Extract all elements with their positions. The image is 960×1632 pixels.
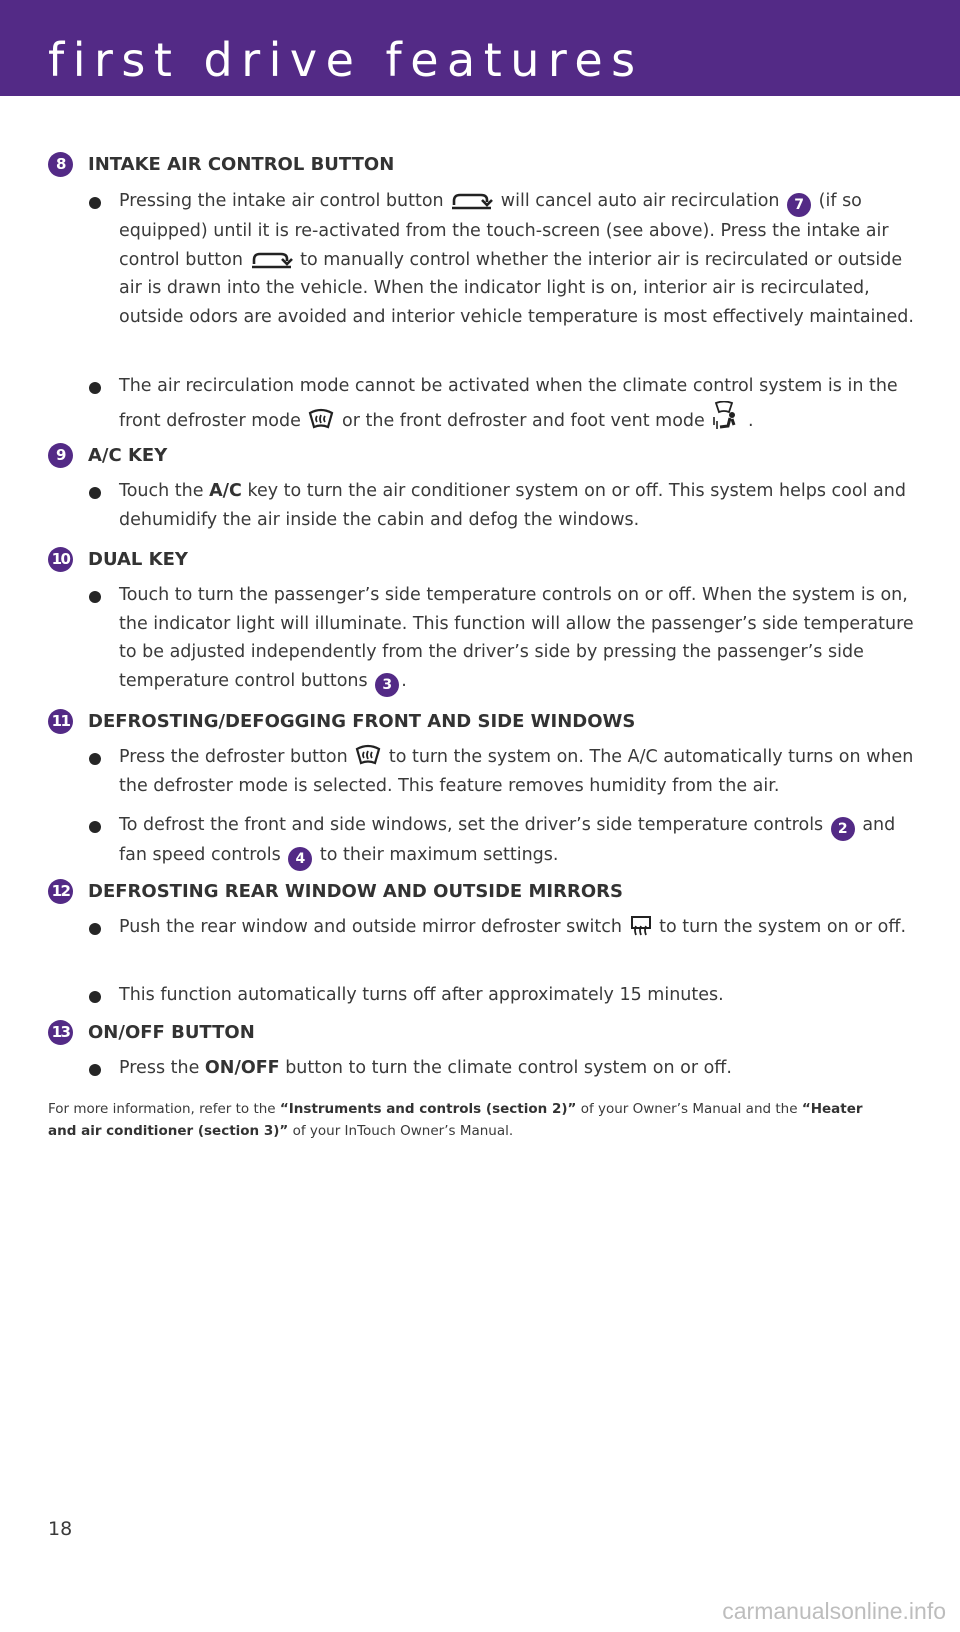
- section-8-bullet-1: Pressing the intake air control button w…: [89, 187, 921, 331]
- section-number-badge: 11: [48, 708, 73, 734]
- bullet-text: This function automatically turns off af…: [119, 985, 724, 1005]
- bullet-text: Pressing the intake air control button w…: [119, 191, 914, 327]
- page-header: first drive features: [0, 0, 960, 96]
- bullet-dot: [89, 1064, 101, 1076]
- bullet-text: The air recirculation mode cannot be act…: [119, 376, 898, 431]
- reference-number-badge: 2: [830, 817, 855, 841]
- bullet-dot: [89, 753, 101, 765]
- section-9-heading: 9 A/C KEY: [48, 441, 167, 469]
- defroster-foot-vent-icon: [713, 400, 736, 429]
- manual-reference-2: “Heater and air conditioner (section 3)”: [48, 1101, 863, 1139]
- bullet-text: To defrost the front and side windows, s…: [119, 811, 921, 871]
- bullet-text: Push the rear window and outside mirror …: [119, 916, 907, 937]
- section-title: ON/OFF BUTTON: [88, 1021, 255, 1043]
- section-8-bullet-2: The air recirculation mode cannot be act…: [89, 372, 921, 435]
- section-13-heading: 13 ON/OFF BUTTON: [48, 1018, 255, 1046]
- page-number: 18: [48, 1518, 73, 1540]
- bullet-dot: [89, 821, 101, 833]
- key-label: A/C: [209, 481, 242, 501]
- section-number-badge: 10: [48, 546, 73, 572]
- watermark: carmanualsonline.info: [722, 1598, 946, 1624]
- section-title: A/C KEY: [88, 444, 168, 466]
- section-10-bullet-1: Touch to turn the passenger’s side tempe…: [89, 581, 921, 697]
- section-11-bullet-2: To defrost the front and side windows, s…: [89, 811, 921, 871]
- section-title: DUAL KEY: [88, 548, 188, 570]
- bullet-dot: [89, 197, 101, 209]
- section-number-badge: 9: [48, 442, 73, 468]
- reference-number-badge: 4: [288, 847, 313, 871]
- bullet-dot: [89, 591, 101, 603]
- key-label: ON/OFF: [204, 1058, 280, 1078]
- bullet-text: Touch the A/C key to turn the air condit…: [119, 481, 906, 530]
- section-12-bullet-2: This function automatically turns off af…: [89, 981, 921, 1010]
- section-title: DEFROSTING REAR WINDOW AND OUTSIDE MIRRO…: [88, 880, 623, 902]
- section-10-heading: 10 DUAL KEY: [48, 545, 188, 573]
- reference-note: For more information, refer to the “Inst…: [48, 1101, 863, 1139]
- recirculation-icon: [251, 252, 293, 268]
- header-title: first drive features: [48, 33, 644, 87]
- bullet-text: Touch to turn the passenger’s side tempe…: [119, 581, 921, 697]
- section-number-badge: 12: [48, 878, 73, 904]
- bullet-dot: [89, 991, 101, 1003]
- section-9-bullet-1: Touch the A/C key to turn the air condit…: [89, 477, 921, 534]
- section-13-bullet-1: Press the ON/OFF button to turn the clim…: [89, 1054, 921, 1083]
- front-defroster-icon: [309, 408, 334, 429]
- bullet-dot: [89, 382, 101, 394]
- section-title: DEFROSTING/DEFOGGING FRONT AND SIDE WIND…: [88, 710, 636, 732]
- section-8-heading: 8 INTAKE AIR CONTROL BUTTON: [48, 150, 394, 178]
- section-title: INTAKE AIR CONTROL BUTTON: [88, 153, 395, 175]
- manual-reference-1: “Instruments and controls (section 2)”: [279, 1101, 577, 1117]
- bullet-dot: [89, 923, 101, 935]
- section-12-heading: 12 DEFROSTING REAR WINDOW AND OUTSIDE MI…: [48, 877, 623, 905]
- section-number-badge: 13: [48, 1019, 73, 1045]
- section-11-bullet-1: Press the defroster button to turn the s…: [89, 743, 921, 800]
- recirculation-icon: [452, 193, 494, 210]
- bullet-text: Press the ON/OFF button to turn the clim…: [119, 1058, 732, 1078]
- reference-number-badge: 3: [375, 672, 400, 697]
- rear-defroster-icon: [630, 916, 651, 936]
- front-defroster-icon: [355, 744, 381, 765]
- bullet-text: Press the defroster button to turn the s…: [119, 743, 921, 800]
- reference-number-badge: 7: [787, 193, 812, 217]
- bullet-dot: [89, 487, 101, 499]
- section-12-bullet-1: Push the rear window and outside mirror …: [89, 913, 921, 942]
- section-11-heading: 11 DEFROSTING/DEFOGGING FRONT AND SIDE W…: [48, 707, 635, 735]
- section-number-badge: 8: [48, 151, 73, 177]
